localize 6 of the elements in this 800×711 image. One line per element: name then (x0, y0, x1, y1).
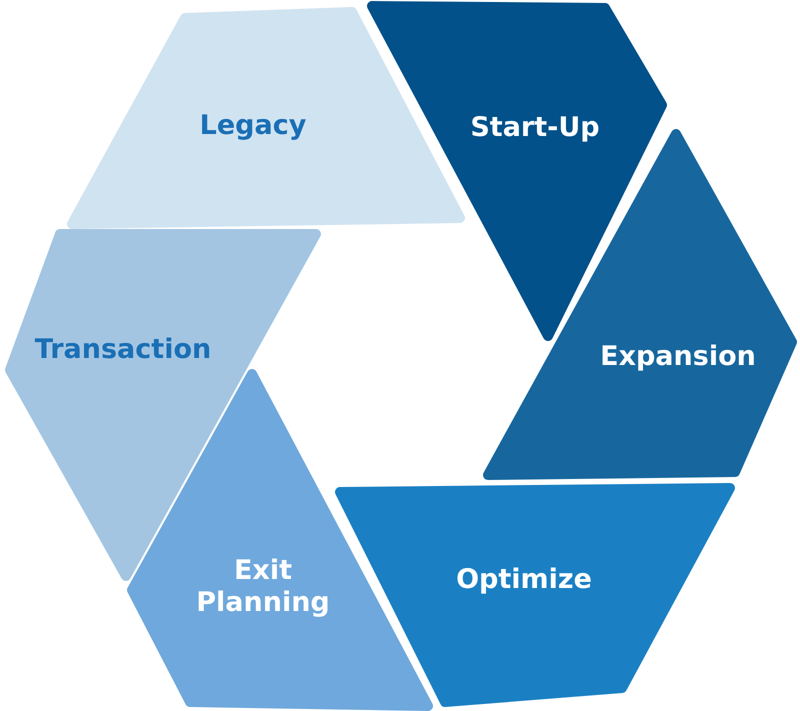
segment-label: Transaction (34, 334, 212, 366)
segment-label: Legacy (198, 110, 308, 142)
segment-label: Start-Up (469, 112, 601, 144)
segment-label: Optimize (455, 564, 593, 596)
segment-label: Exit Planning (195, 555, 331, 619)
segment-label: Expansion (599, 341, 757, 373)
